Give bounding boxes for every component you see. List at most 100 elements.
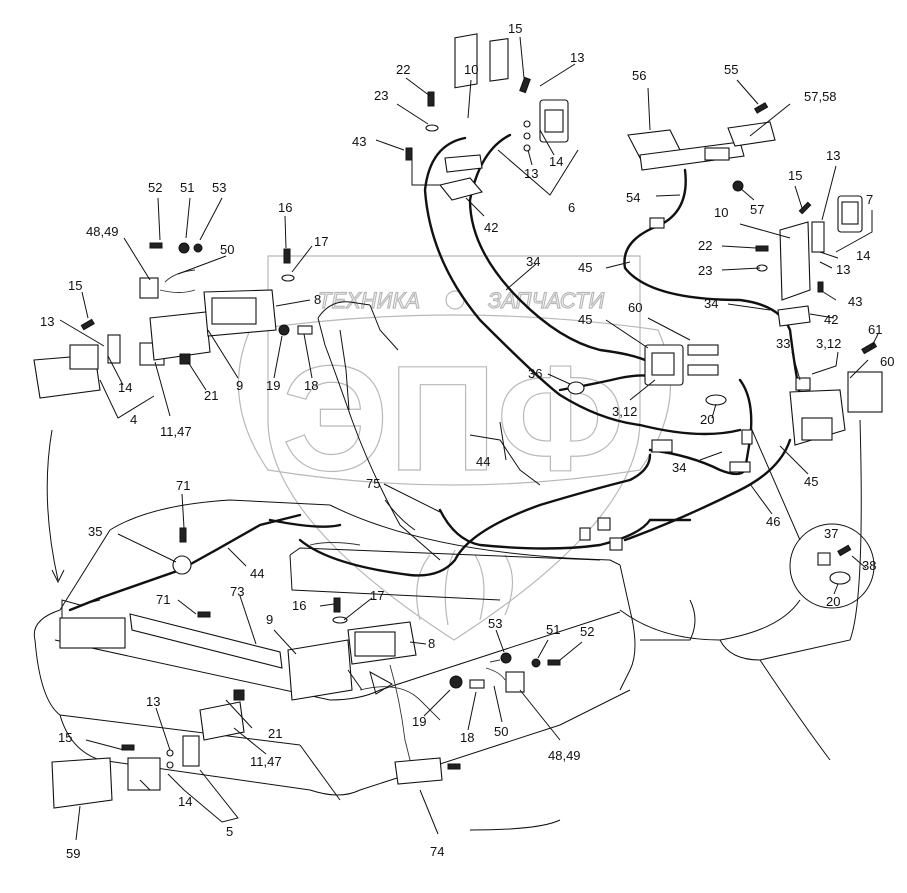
label-71: 71: [156, 592, 170, 607]
label-7: 7: [866, 192, 873, 207]
label-55: 55: [724, 62, 738, 77]
label-57: 57: [750, 202, 764, 217]
label-35: 35: [88, 524, 102, 539]
label-59: 59: [66, 846, 80, 861]
label-15: 15: [58, 730, 72, 745]
label-52: 52: [580, 624, 594, 639]
label-9: 9: [266, 612, 273, 627]
label-48-49: 48,49: [86, 224, 119, 239]
label-43: 43: [352, 134, 366, 149]
label-13: 13: [570, 50, 584, 65]
label-60: 60: [628, 300, 642, 315]
label-8: 8: [428, 636, 435, 651]
label-53: 53: [212, 180, 226, 195]
label-15: 15: [788, 168, 802, 183]
label-23: 23: [698, 263, 712, 278]
assembly-7: [755, 195, 863, 327]
label-16: 16: [278, 200, 292, 215]
label-20: 20: [700, 412, 714, 427]
label-6: 6: [568, 200, 575, 215]
label-71: 71: [176, 478, 190, 493]
wire-front-links: [268, 518, 342, 528]
label-13: 13: [836, 262, 850, 277]
label-21: 21: [204, 388, 218, 403]
label-13: 13: [146, 694, 160, 709]
label-13: 13: [826, 148, 840, 163]
label-16: 16: [292, 598, 306, 613]
front-roof-parts: [51, 527, 561, 809]
wire-75: [438, 508, 692, 550]
label-57-58: 57,58: [804, 89, 837, 104]
label-53: 53: [488, 616, 502, 631]
label-13: 13: [40, 314, 54, 329]
label-19: 19: [412, 714, 426, 729]
label-44: 44: [476, 454, 490, 469]
label-14: 14: [856, 248, 870, 263]
label-60: 60: [880, 354, 894, 369]
label-17: 17: [314, 234, 328, 249]
label-44: 44: [250, 566, 264, 581]
label-21: 21: [268, 726, 282, 741]
label-8: 8: [314, 292, 321, 307]
label-10: 10: [464, 62, 478, 77]
label-61: 61: [868, 322, 882, 337]
label-73: 73: [230, 584, 244, 599]
wire-34-upper: [423, 136, 742, 436]
label-50: 50: [220, 242, 234, 257]
label-20: 20: [826, 594, 840, 609]
wheat-icon: [416, 549, 514, 626]
label-42: 42: [824, 312, 838, 327]
label-18: 18: [460, 730, 474, 745]
label-75: 75: [366, 476, 380, 491]
label-17: 17: [370, 588, 384, 603]
wiring-harness: [68, 133, 802, 781]
label-13: 13: [524, 166, 538, 181]
label-19: 19: [266, 378, 280, 393]
assembly-6: [405, 33, 569, 201]
wire-44: [298, 453, 652, 577]
label-15: 15: [68, 278, 82, 293]
label-34: 34: [704, 296, 718, 311]
label-18: 18: [304, 378, 318, 393]
label-34: 34: [672, 460, 686, 475]
label-33: 33: [776, 336, 790, 351]
label-38: 38: [862, 558, 876, 573]
label-36: 36: [528, 366, 542, 381]
label-22: 22: [396, 62, 410, 77]
label-37: 37: [824, 526, 838, 541]
callout-labels: 15 13 10 22 23 43 14 13 42 6 56 55 57,58…: [40, 21, 894, 861]
label-14: 14: [549, 154, 563, 169]
cab-roof-outline: [33, 301, 862, 831]
label-3-12: 3,12: [816, 336, 841, 351]
label-3-12: 3,12: [612, 404, 637, 419]
wire-34-lower: [648, 378, 753, 476]
label-50: 50: [494, 724, 508, 739]
label-48-49: 48,49: [548, 748, 581, 763]
label-14: 14: [178, 794, 192, 809]
label-5: 5: [226, 824, 233, 839]
label-11-47: 11,47: [250, 754, 282, 769]
label-56: 56: [632, 68, 646, 83]
label-42: 42: [484, 220, 498, 235]
watermark-logo: ЭПФ: [282, 334, 625, 502]
side-lamp-assembly: [567, 341, 883, 551]
label-74: 74: [430, 844, 444, 859]
label-34: 34: [526, 254, 540, 269]
label-51: 51: [546, 622, 560, 637]
detail-circle: [751, 429, 875, 609]
assembly-4: [33, 242, 313, 399]
label-45: 45: [804, 474, 818, 489]
label-10: 10: [714, 205, 728, 220]
label-51: 51: [180, 180, 194, 195]
label-4: 4: [130, 412, 137, 427]
label-22: 22: [698, 238, 712, 253]
label-15: 15: [508, 21, 522, 36]
watermark-text-right: ЗАПЧАСТИ: [488, 288, 604, 313]
label-43: 43: [848, 294, 862, 309]
label-14: 14: [118, 380, 132, 395]
rear-light-bar: [627, 102, 776, 229]
label-46: 46: [766, 514, 780, 529]
label-11-47: 11,47: [160, 424, 192, 439]
label-23: 23: [374, 88, 388, 103]
